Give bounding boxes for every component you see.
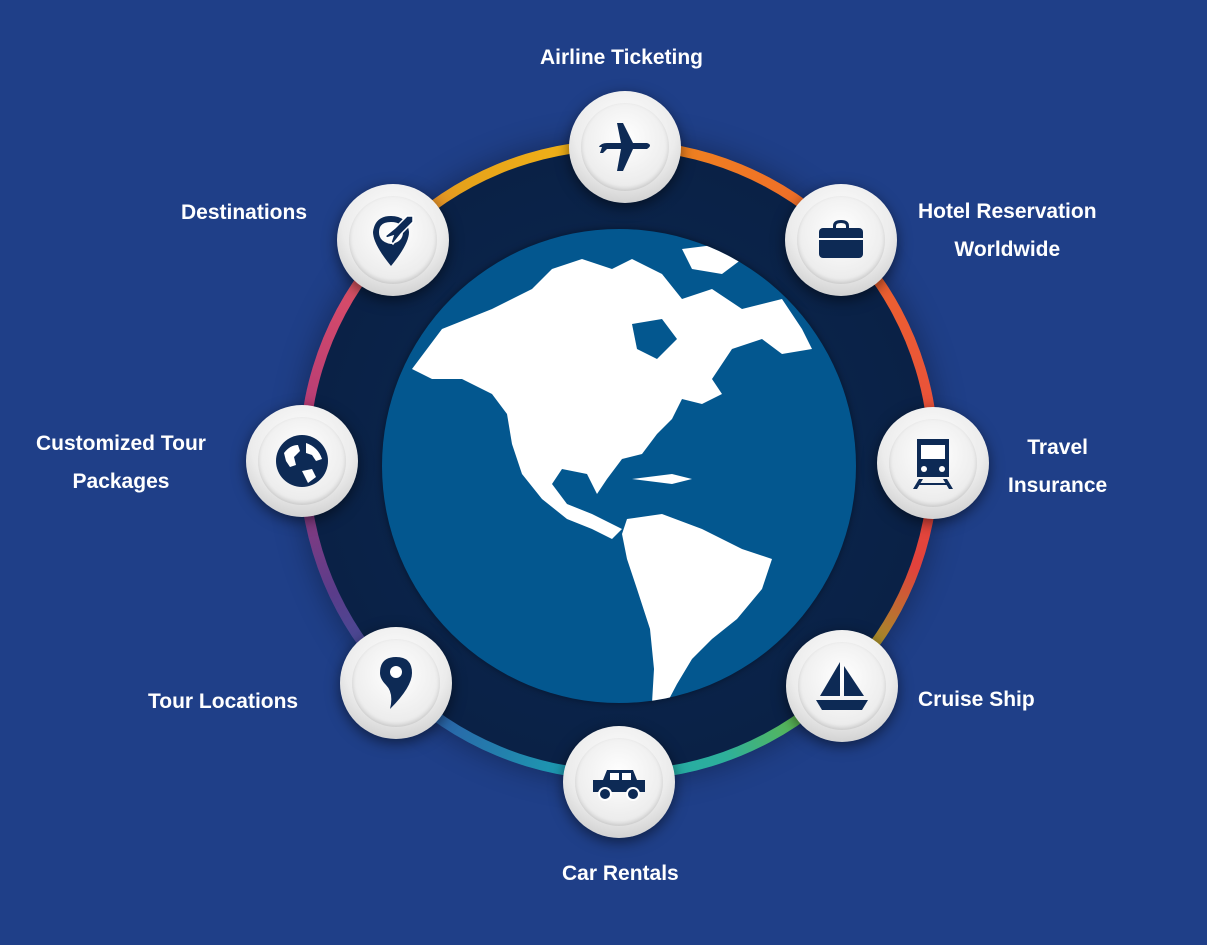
sailboat-icon [816, 662, 868, 710]
destinations-button[interactable] [337, 184, 449, 296]
americas-map [412, 244, 812, 703]
briefcase-icon [819, 220, 863, 258]
hotel-reservation-button[interactable] [785, 184, 897, 296]
label-car-rentals: Car Rentals [562, 862, 679, 885]
globe-icon [276, 435, 328, 487]
train-icon [913, 439, 953, 489]
label-airline-ticketing: Airline Ticketing [540, 46, 703, 69]
map-pin-icon [380, 657, 412, 709]
travel-insurance-button[interactable] [877, 407, 989, 519]
car-rentals-button[interactable] [563, 726, 675, 838]
cruise-ship-button[interactable] [786, 630, 898, 742]
airline-ticketing-button[interactable] [569, 91, 681, 203]
airplane-icon [599, 123, 650, 171]
location-plane-icon [373, 215, 414, 266]
label-destinations: Destinations [181, 201, 308, 224]
tour-locations-button[interactable] [340, 627, 452, 739]
label-cruise-ship: Cruise Ship [918, 688, 1035, 711]
customized-tour-packages-button[interactable] [246, 405, 358, 517]
globe-image [382, 229, 856, 703]
car-icon [593, 770, 645, 801]
label-tour-locations: Tour Locations [148, 690, 299, 713]
